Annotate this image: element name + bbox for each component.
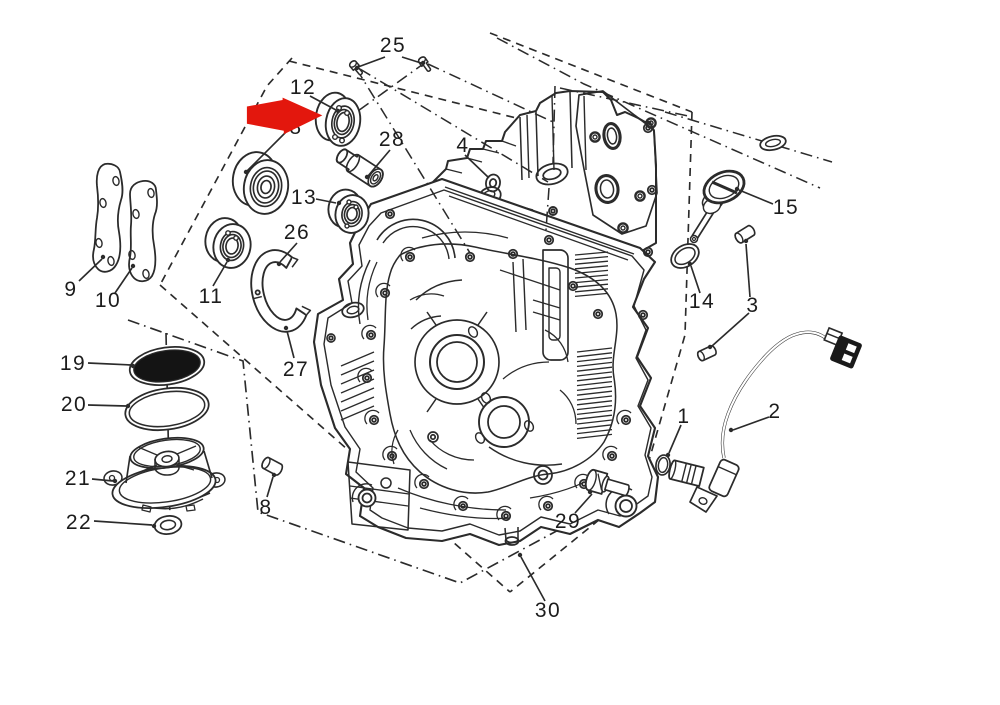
svg-text:3: 3: [746, 294, 759, 317]
svg-text:2: 2: [768, 400, 781, 423]
svg-text:11: 11: [199, 285, 224, 308]
svg-text:1: 1: [677, 405, 690, 428]
svg-text:28: 28: [379, 128, 405, 151]
svg-text:14: 14: [689, 290, 715, 313]
svg-text:29: 29: [555, 510, 581, 533]
svg-text:20: 20: [61, 393, 87, 416]
svg-text:21: 21: [65, 467, 91, 490]
svg-text:10: 10: [95, 289, 121, 312]
svg-text:19: 19: [60, 352, 86, 375]
svg-text:9: 9: [64, 278, 77, 301]
svg-text:22: 22: [66, 511, 92, 534]
svg-text:13: 13: [291, 186, 317, 209]
svg-text:25: 25: [380, 34, 406, 57]
svg-text:8: 8: [259, 496, 272, 519]
svg-text:27: 27: [283, 358, 309, 381]
svg-text:26: 26: [284, 221, 310, 244]
svg-text:4: 4: [456, 134, 469, 157]
svg-text:12: 12: [290, 76, 316, 99]
svg-text:30: 30: [535, 599, 561, 622]
svg-text:15: 15: [773, 196, 799, 219]
